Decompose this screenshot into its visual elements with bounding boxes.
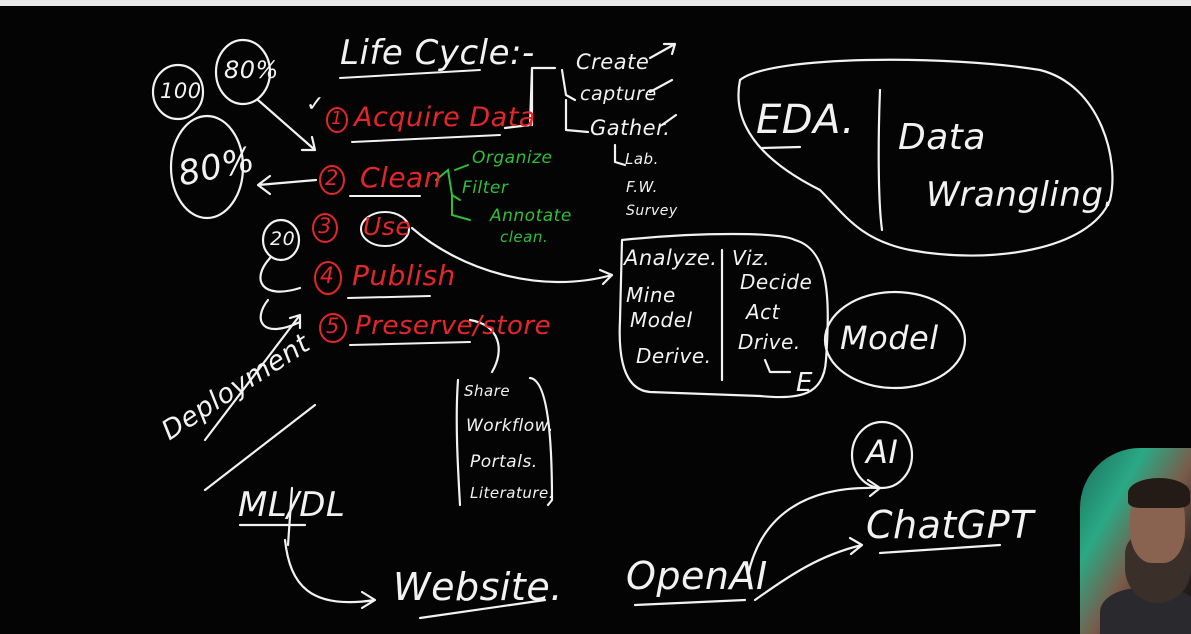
data-label: Data [898, 117, 986, 158]
mldl-slash [286, 486, 294, 547]
branch-capture: capture [580, 83, 657, 105]
circle-80-top [214, 38, 272, 106]
arrow-mldl-to-website [283, 538, 377, 610]
gather-fw: F.W. [626, 178, 658, 196]
branch-create: Create [576, 50, 650, 74]
arrow-openai-to-ai [746, 478, 882, 577]
step-3-number: 3 [318, 214, 332, 238]
clean-organize: Organize [472, 148, 553, 168]
store-workflow: Workflow. [466, 416, 554, 436]
clean-filter: Filter [462, 178, 509, 198]
chatgpt-label: ChatGPT [866, 503, 1034, 547]
circle-20 [261, 218, 301, 262]
use-box [618, 232, 829, 399]
eda-divider [877, 88, 884, 232]
arrow-capture [648, 78, 674, 94]
publish-underline [347, 295, 431, 299]
openai-label: OpenAI [626, 554, 768, 598]
model-ellipse [823, 290, 967, 390]
pct-80-top: 80% [224, 56, 279, 84]
num-3-circle [312, 213, 338, 243]
step-5-label: Preserve/store [355, 311, 552, 341]
store-literature: Literature. [470, 484, 555, 502]
ai-circle [850, 420, 914, 490]
website-label: Website. [393, 565, 563, 609]
use-mine: Mine [626, 283, 676, 307]
circle-80-big [169, 114, 245, 220]
num-5-circle [319, 313, 347, 343]
arrow-gather [660, 113, 678, 127]
store-portals: Portals. [470, 452, 538, 472]
step-1-label: Acquire Data [354, 102, 536, 133]
arrow-80-to-clean [256, 98, 317, 152]
openai-underline [633, 598, 747, 607]
clean-clean: clean. [500, 228, 549, 246]
use-model: Model [630, 308, 693, 332]
presenter-hair [1128, 478, 1190, 508]
lifecycle-title: Life Cycle:- [340, 33, 535, 73]
drive-loop [763, 358, 792, 374]
use-act: Act [746, 300, 781, 324]
step-4-label: Publish [352, 259, 456, 292]
step-2-number: 2 [325, 166, 339, 190]
branch-gather [564, 98, 590, 134]
arrow-acquire-to-branch [503, 66, 557, 130]
curve-store-to-list [468, 318, 500, 374]
clean-annotate: Annotate [490, 206, 572, 226]
eda-underline [760, 145, 802, 150]
use-drive: Drive. [738, 330, 801, 354]
gather-sources-bracket [613, 143, 627, 167]
lifecycle-underline [339, 69, 481, 79]
use-decide: Decide [740, 270, 813, 294]
branch-gather: Gather. [590, 116, 671, 140]
num-1-circle [326, 107, 348, 133]
step-3-label: Use [363, 212, 412, 241]
model-label: Model [840, 319, 939, 357]
pct-20: 20 [270, 228, 296, 250]
use-analyze: Analyze. [624, 246, 718, 270]
clean-green-branch [435, 164, 471, 221]
presenter-webcam [1080, 448, 1191, 634]
gather-lab: Lab. [625, 150, 659, 168]
pct-100: 100 [160, 79, 202, 103]
arrow-clean-left [256, 174, 318, 196]
step-1-number: 1 [331, 108, 343, 129]
store-share: Share [464, 382, 511, 400]
arrow-openai-to-chatgpt [753, 536, 864, 602]
use-e-mark: E [796, 368, 813, 398]
num-4-circle [314, 261, 342, 295]
branch-capture [560, 68, 577, 102]
mldl-label: ML/DL [238, 485, 346, 525]
arrow-use-to-box [410, 226, 614, 286]
store-list-box [455, 376, 554, 507]
website-underline [418, 598, 547, 620]
step-4-number: 4 [320, 264, 335, 289]
circle-100 [151, 63, 205, 121]
gather-survey: Survey [626, 203, 678, 219]
check-mark: ✓ [306, 92, 325, 117]
wrangling-label: Wrangling. [926, 175, 1115, 215]
arrow-deployment [203, 313, 302, 442]
chatgpt-underline [878, 543, 1002, 555]
store-underline [349, 341, 471, 346]
step-2-label: Clean [360, 161, 442, 194]
num-2-circle [319, 165, 345, 195]
deployment-underline [203, 403, 317, 492]
step-5-number: 5 [326, 314, 340, 338]
use-circle [360, 211, 410, 247]
arrow-create [648, 42, 677, 60]
curve-20-to-store [259, 298, 302, 331]
curve-20-to-publish [259, 256, 302, 293]
top-window-strip [0, 0, 1191, 6]
use-derive: Derive. [636, 344, 712, 368]
use-viz: Viz. [732, 246, 771, 270]
eda-bubble [737, 58, 1114, 257]
eda-label: EDA. [756, 97, 855, 143]
acquire-underline [351, 134, 501, 143]
ai-label: AI [866, 433, 899, 471]
